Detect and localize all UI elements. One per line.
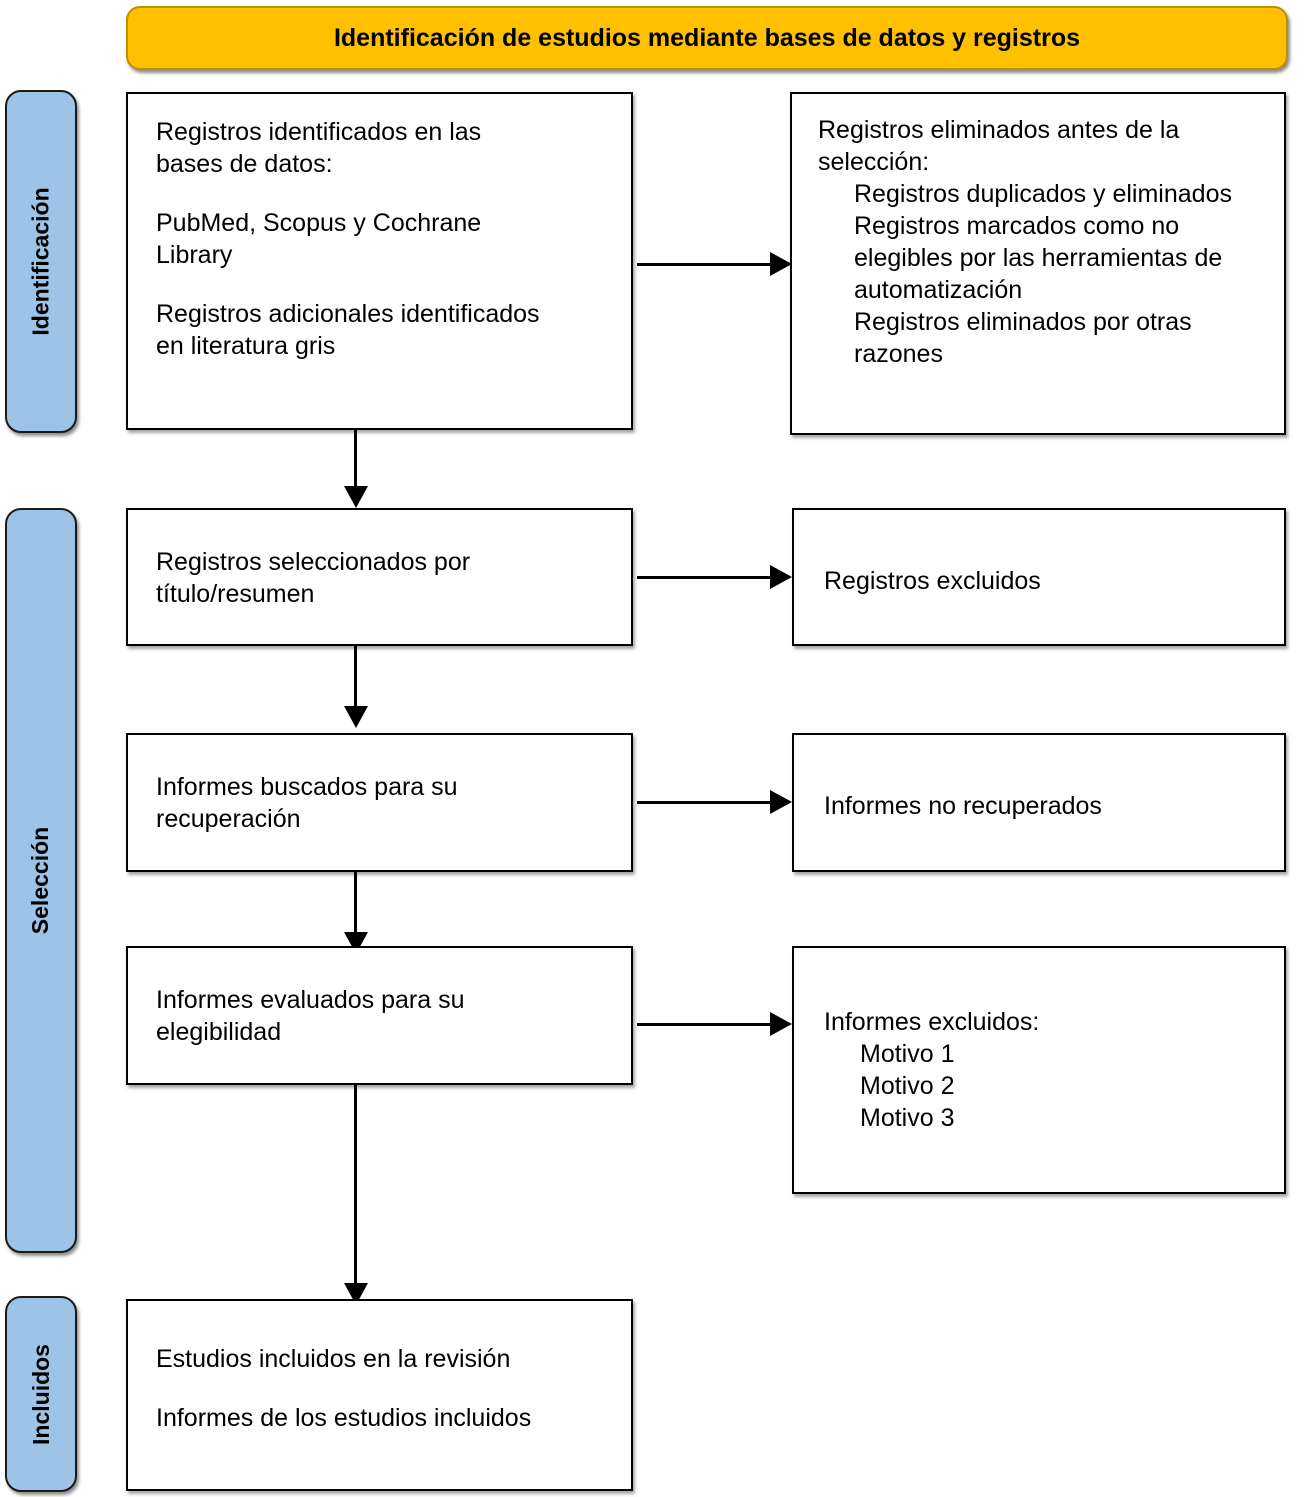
reports-excluded-item-2: Motivo 2 <box>860 1072 955 1100</box>
box-reports-excluded: Informes excluidos: Motivo 1 Motivo 2 Mo… <box>792 946 1286 1194</box>
reports-sought-line2: recuperación <box>156 805 301 833</box>
records-identified-line4: Library <box>156 241 233 269</box>
arrowhead-assessed-to-excluded <box>770 1012 792 1036</box>
records-excluded-line1: Registros excluidos <box>824 567 1041 595</box>
arrowhead-identified-to-screened <box>344 486 368 508</box>
records-identified-line3: PubMed, Scopus y Cochrane <box>156 209 482 237</box>
reports-not-retrieved-line1: Informes no recuperados <box>824 792 1102 820</box>
connector-assessed-to-excluded <box>637 1023 772 1026</box>
records-removed-item-3: Registros eliminados por otras razones <box>854 308 1192 368</box>
records-removed-item-2: Registros marcados como no elegibles por… <box>854 212 1223 304</box>
identification-banner: Identificación de estudios mediante base… <box>126 6 1288 70</box>
arrowhead-identified-to-removed <box>770 252 792 276</box>
box-reports-not-retrieved: Informes no recuperados <box>792 733 1286 872</box>
records-identified-line1: Registros identificados en las <box>156 118 482 146</box>
reports-assessed-line2: elegibilidad <box>156 1018 282 1046</box>
reports-excluded-list: Motivo 1 Motivo 2 Motivo 3 <box>824 1038 1274 1134</box>
box-records-screened: Registros seleccionados por título/resum… <box>126 508 633 646</box>
arrowhead-sought-to-not-retrieved <box>770 790 792 814</box>
connector-screened-to-sought <box>354 646 357 708</box>
arrowhead-screened-to-excluded <box>770 565 792 589</box>
records-screened-line1: Registros seleccionados por <box>156 548 471 576</box>
stage-label-seleccion: Selección <box>27 826 54 935</box>
stage-label-identificacion: Identificación <box>27 187 54 336</box>
records-identified-line2: bases de datos: <box>156 150 333 178</box>
studies-included-line1: Estudios incluidos en la revisión <box>156 1345 511 1373</box>
connector-assessed-to-included <box>354 1085 357 1285</box>
reports-excluded-item-3: Motivo 3 <box>860 1104 955 1132</box>
records-removed-list: Registros duplicados y eliminados Regist… <box>818 178 1274 370</box>
stage-incluidos: Incluidos <box>5 1296 77 1492</box>
stage-label-incluidos: Incluidos <box>27 1343 54 1445</box>
records-removed-heading1: Registros eliminados antes de la <box>818 116 1180 144</box>
box-studies-included: Estudios incluidos en la revisión Inform… <box>126 1299 633 1491</box>
reports-assessed-line1: Informes evaluados para su <box>156 986 465 1014</box>
arrowhead-screened-to-sought <box>344 706 368 728</box>
stage-seleccion: Selección <box>5 508 77 1253</box>
box-reports-assessed: Informes evaluados para su elegibilidad <box>126 946 633 1085</box>
box-records-excluded: Registros excluidos <box>792 508 1286 646</box>
records-identified-line5: Registros adicionales identificados <box>156 300 540 328</box>
connector-identified-to-screened <box>354 430 357 488</box>
reports-sought-line1: Informes buscados para su <box>156 773 458 801</box>
stage-identificacion: Identificación <box>5 90 77 433</box>
records-identified-line6: en literatura gris <box>156 332 336 360</box>
box-reports-sought: Informes buscados para su recuperación <box>126 733 633 872</box>
reports-excluded-item-1: Motivo 1 <box>860 1040 955 1068</box>
connector-sought-to-assessed <box>354 872 357 934</box>
records-screened-line2: título/resumen <box>156 580 315 608</box>
box-records-identified: Registros identificados en las bases de … <box>126 92 633 430</box>
connector-screened-to-excluded <box>637 576 772 579</box>
studies-included-line2: Informes de los estudios incluidos <box>156 1404 532 1432</box>
records-removed-heading2: selección: <box>818 148 930 176</box>
box-records-removed: Registros eliminados antes de la selecci… <box>790 92 1286 435</box>
banner-title: Identificación de estudios mediante base… <box>333 23 1081 52</box>
reports-excluded-heading: Informes excluidos: <box>824 1008 1040 1036</box>
records-removed-item-1: Registros duplicados y eliminados <box>854 180 1232 208</box>
connector-identified-to-removed <box>637 263 772 266</box>
connector-sought-to-not-retrieved <box>637 801 772 804</box>
